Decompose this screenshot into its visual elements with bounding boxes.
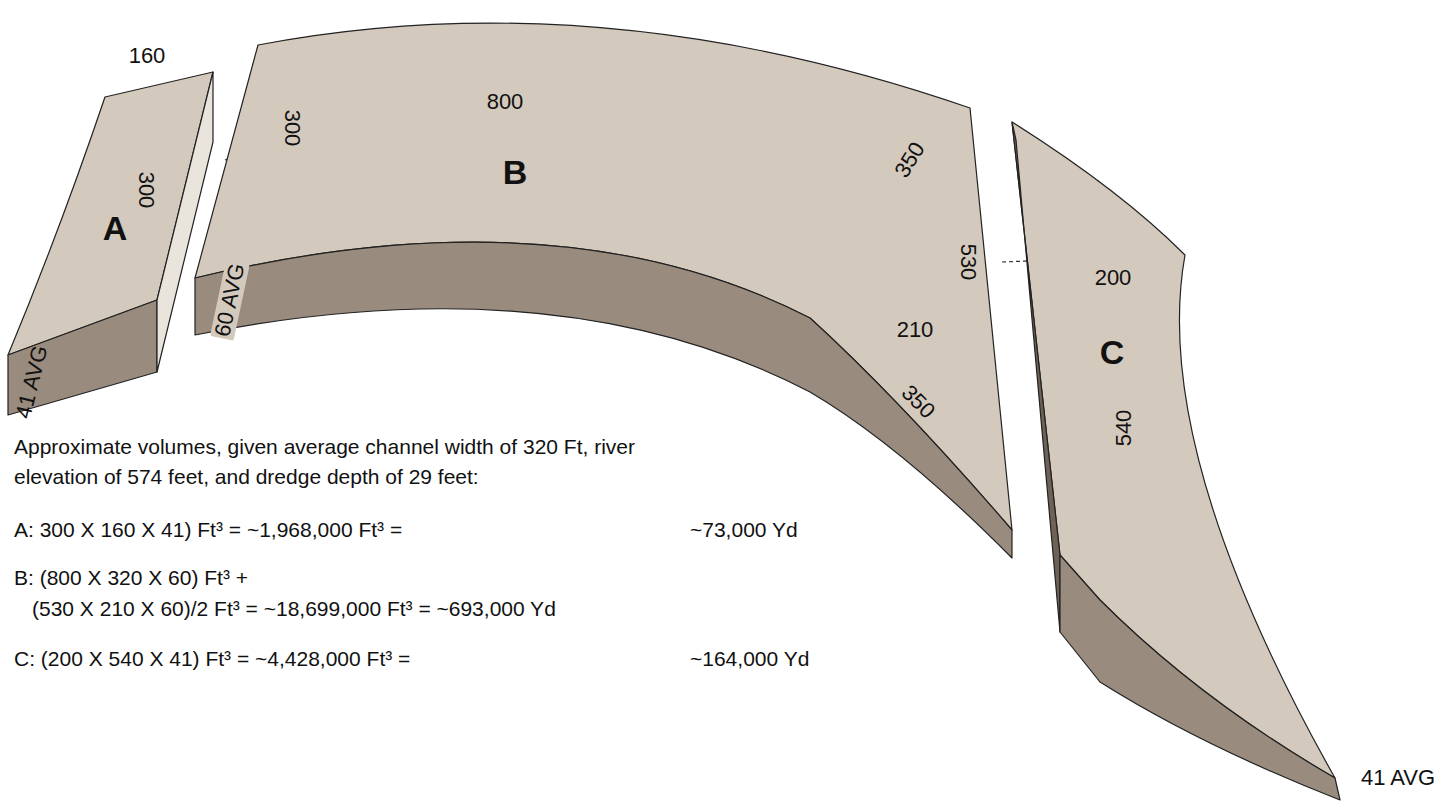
dimension-label: 300 (280, 108, 304, 149)
depth-label: 41 AVG (1361, 766, 1435, 790)
volume-formula: C: (200 X 540 X 41) Ft³ = ~4,428,000 Ft³… (14, 647, 410, 670)
dimension-label: 800 (485, 90, 526, 114)
dimension-label: 540 (1112, 408, 1136, 449)
section-letter: A (103, 209, 128, 248)
dimension-label: 160 (129, 44, 166, 68)
volume-result: ~73,000 Yd (690, 518, 798, 541)
note-text: Approximate volumes, given average chann… (14, 432, 654, 493)
section-outline (1008, 118, 1346, 802)
volume-formula: (530 X 210 X 60)/2 Ft³ = ~18,699,000 Ft³… (32, 597, 556, 620)
dimension-label: 210 (895, 318, 936, 342)
dimension-label: 300 (134, 170, 158, 211)
volume-formula: B: (800 X 320 X 60) Ft³ + (14, 566, 248, 589)
volume-formula: A: 300 X 160 X 41) Ft³ = ~1,968,000 Ft³ … (14, 518, 402, 541)
volume-result: ~164,000 Yd (690, 647, 809, 670)
dredge-section: C (1008, 118, 1346, 802)
section-letter: C (1100, 333, 1125, 372)
section-letter: B (503, 153, 528, 192)
dimension-label: 530 (956, 242, 980, 283)
dimension-label: 200 (1093, 266, 1134, 290)
